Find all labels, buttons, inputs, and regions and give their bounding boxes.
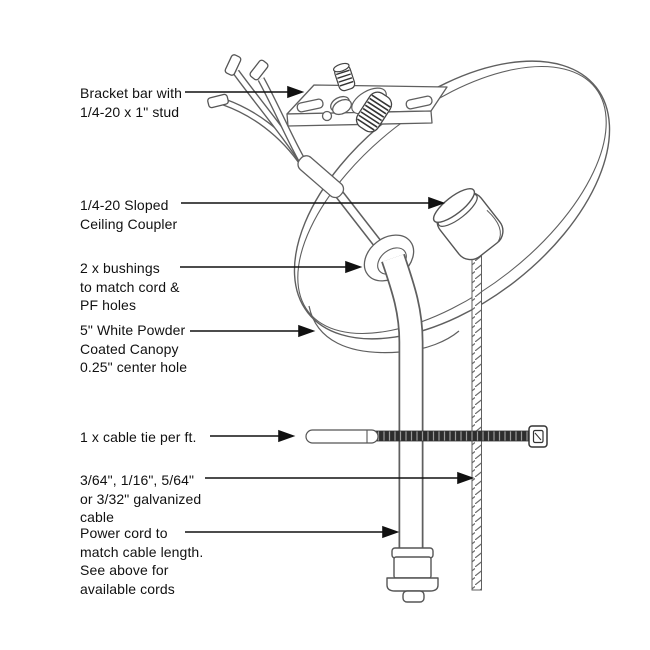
label-cable-tie: 1 x cable tie per ft. xyxy=(80,429,197,445)
supply-wires xyxy=(207,54,314,176)
label-ceiling-coupler: 1/4-20 Sloped Ceiling Coupler xyxy=(80,197,178,232)
galvanized-cable xyxy=(471,251,482,591)
power-cord xyxy=(381,253,424,552)
arrow-galvanized-cable xyxy=(205,471,475,485)
arrow-coupler xyxy=(181,196,446,210)
arrow-power-cord xyxy=(185,525,400,539)
bracket-bar xyxy=(286,84,448,127)
arrow-bushings xyxy=(180,260,363,274)
label-canopy: 5" White Powder Coated Canopy 0.25" cent… xyxy=(80,322,188,375)
arrow-canopy xyxy=(190,324,316,338)
mounting-stud xyxy=(351,87,393,133)
cord-sleeve xyxy=(297,155,382,248)
arrow-cable-tie xyxy=(210,429,296,443)
label-bushings: 2 x bushings to match cord & PF holes xyxy=(80,260,180,313)
sloped-ceiling-coupler xyxy=(432,188,504,261)
label-power-cord: Power cord to match cable length. See ab… xyxy=(80,525,204,597)
leader-arrows xyxy=(180,85,475,539)
cable-tie xyxy=(305,425,548,448)
bracket-screw xyxy=(333,62,356,92)
label-galvanized-cable: 3/64", 1/16", 5/64" or 3/32" galvanized … xyxy=(80,472,202,525)
cord-grip-plug xyxy=(386,547,439,603)
arrow-bracket xyxy=(185,85,305,99)
label-bracket-bar: Bracket bar with 1/4-20 x 1" stud xyxy=(80,85,182,120)
